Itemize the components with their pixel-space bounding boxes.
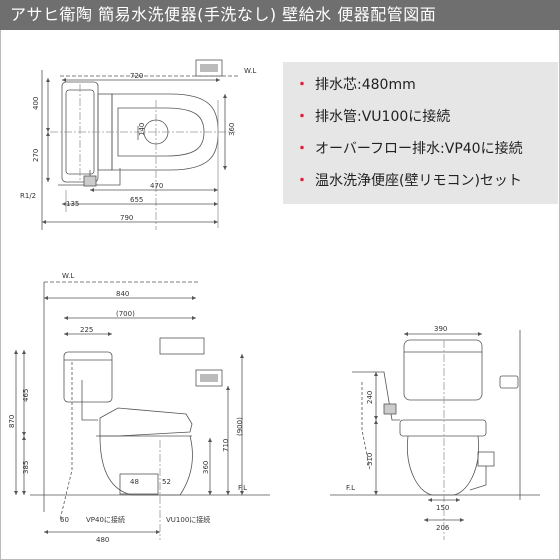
- page-title: アサヒ衛陶 簡易水洗便器(手洗なし) 壁給水 便器配管図面: [0, 0, 560, 30]
- label-900: (900): [236, 417, 244, 436]
- note-text: オーバーフロー排水:VP40に接続: [315, 141, 523, 157]
- label-360: 360: [228, 123, 236, 136]
- note-drain-center: ・排水芯:480mm: [295, 74, 416, 94]
- front-seat: [399, 419, 487, 437]
- label-720: 720: [130, 72, 143, 80]
- front-view-labels: 390 240 510 150 206 F.L: [346, 325, 450, 532]
- label-206: 206: [436, 524, 450, 532]
- label-150: 150: [436, 504, 449, 512]
- supply-valve: [83, 175, 97, 187]
- side-seat: [99, 407, 193, 437]
- label-225: 225: [80, 326, 93, 334]
- note-seat: ・温水洗浄便座(壁リモコン)セット: [295, 170, 522, 190]
- side-bowl: [99, 435, 193, 496]
- top-view-labels: W.L 720 400 270 360 140 470 655 790 135 …: [20, 67, 256, 222]
- label-r12: R1/2: [20, 192, 36, 200]
- label-840: 840: [116, 290, 129, 298]
- side-tank: [63, 351, 113, 403]
- label-700: (700): [116, 310, 135, 318]
- label-710: 710: [222, 439, 230, 452]
- label-385: 385: [22, 461, 30, 474]
- front-cord: [469, 466, 487, 491]
- spec-notes-box: ・排水芯:480mm ・排水管:VU100に接続 ・オーバーフロー排水:VP40…: [283, 62, 558, 204]
- label-vp40: VP40に接続: [86, 515, 125, 524]
- label-60: 60: [60, 516, 69, 524]
- label-vu100: VU100に接続: [166, 515, 210, 524]
- label-fl-side: F.L: [238, 484, 247, 492]
- front-remote: [499, 375, 519, 389]
- label-360s: 360: [202, 461, 210, 474]
- label-390: 390: [434, 325, 447, 333]
- top-view: [41, 59, 240, 230]
- front-outlet: [477, 451, 495, 467]
- bullet-icon: ・: [295, 173, 309, 189]
- bowl-inner: [117, 107, 205, 157]
- note-drain-pipe: ・排水管:VU100に接続: [295, 106, 450, 126]
- side-view-labels: W.L 840 (700) 225 465 870 385 360 710 (9…: [8, 272, 247, 544]
- side-supply-hose: [59, 362, 73, 521]
- label-655: 655: [130, 196, 143, 204]
- side-base-box: [119, 473, 159, 495]
- label-510: 510: [366, 453, 374, 466]
- side-pipe: [81, 380, 98, 421]
- label-790: 790: [120, 214, 133, 222]
- label-48: 48: [130, 478, 139, 486]
- label-fl-front: F.L: [346, 484, 355, 492]
- note-text: 温水洗浄便座(壁リモコン)セット: [315, 173, 522, 189]
- side-remote-panel: [200, 374, 218, 382]
- label-465: 465: [22, 389, 30, 402]
- label-270: 270: [32, 149, 40, 162]
- side-remote: [159, 337, 205, 355]
- label-wl-top: W.L: [244, 67, 256, 75]
- front-tank: [403, 339, 483, 401]
- bullet-icon: ・: [295, 77, 309, 93]
- label-870: 870: [8, 415, 16, 428]
- label-400: 400: [32, 97, 40, 110]
- side-view: [14, 281, 270, 540]
- label-wl-side: W.L: [62, 272, 74, 280]
- front-hose: [361, 382, 371, 471]
- note-text: 排水管:VU100に接続: [315, 109, 451, 125]
- note-text: 排水芯:480mm: [315, 77, 416, 93]
- label-480: 480: [96, 536, 109, 544]
- front-bowl: [406, 435, 480, 496]
- bullet-icon: ・: [295, 141, 309, 157]
- label-140: 140: [138, 123, 146, 136]
- label-240: 240: [366, 391, 374, 404]
- front-supply-pipe: [352, 371, 400, 421]
- label-135: 135: [66, 200, 79, 208]
- note-overflow: ・オーバーフロー排水:VP40に接続: [295, 138, 523, 158]
- label-52: 52: [162, 478, 171, 486]
- bullet-icon: ・: [295, 109, 309, 125]
- front-valve: [383, 403, 397, 415]
- remote-panel: [200, 64, 218, 72]
- side-remote-holder: [195, 369, 223, 387]
- label-470: 470: [150, 182, 163, 190]
- front-view: [330, 330, 540, 540]
